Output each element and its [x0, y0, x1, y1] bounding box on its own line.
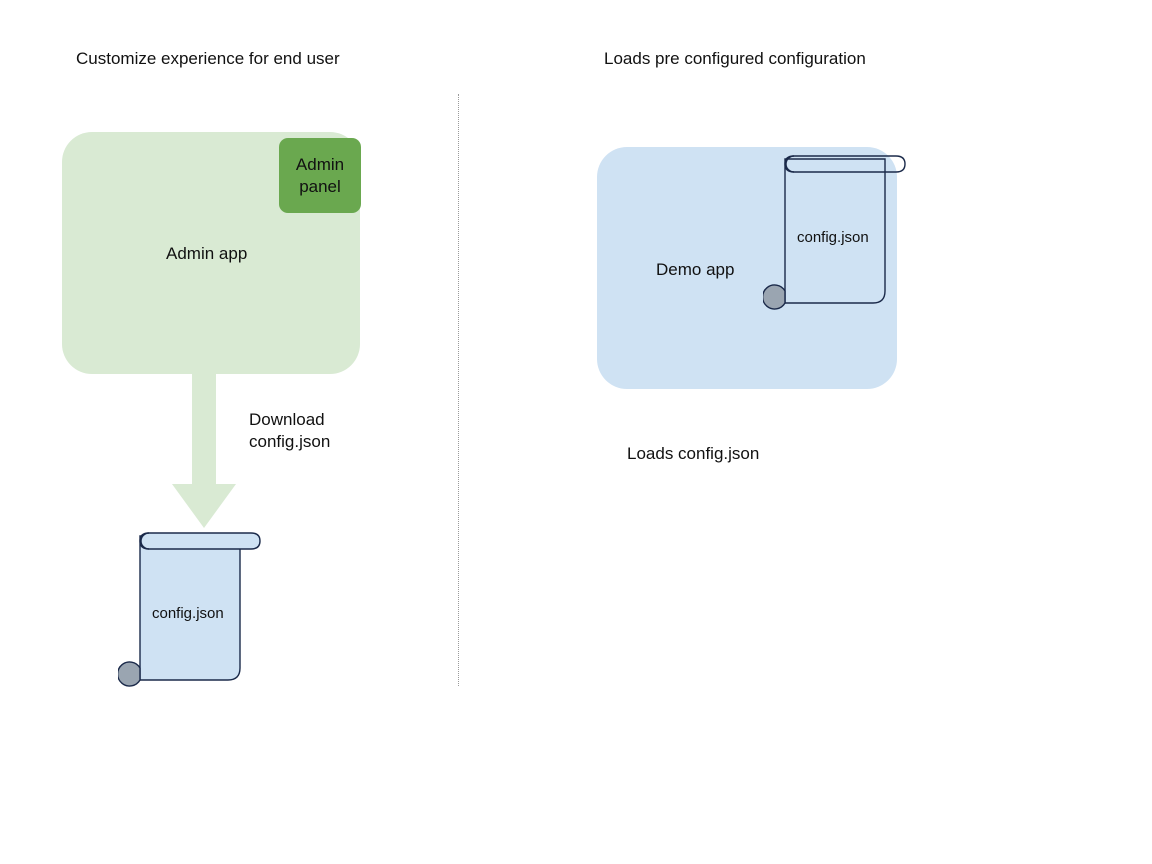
admin-panel-label-line2: panel: [299, 176, 341, 196]
download-arrow-label: Download config.json: [249, 409, 330, 453]
config-json-document-right[interactable]: [763, 151, 913, 313]
config-json-label-left: config.json: [152, 605, 224, 622]
admin-panel-label: Admin panel: [296, 154, 344, 198]
download-arrow-label-line2: config.json: [249, 432, 331, 451]
config-json-document-left[interactable]: [118, 528, 268, 690]
download-arrow-icon: [172, 368, 236, 528]
download-arrow-label-line1: Download: [249, 410, 325, 429]
left-column-title: Customize experience for end user: [76, 49, 340, 68]
demo-app-container: [597, 147, 897, 389]
right-column-title: Loads pre configured configuration: [604, 49, 866, 68]
column-divider: [458, 94, 459, 686]
admin-app-label: Admin app: [166, 244, 248, 263]
admin-panel-box[interactable]: Admin panel: [279, 138, 361, 213]
config-json-label-right: config.json: [797, 229, 869, 246]
loads-config-caption: Loads config.json: [627, 444, 760, 463]
demo-app-label: Demo app: [656, 260, 735, 279]
admin-panel-label-line1: Admin: [295, 154, 345, 174]
